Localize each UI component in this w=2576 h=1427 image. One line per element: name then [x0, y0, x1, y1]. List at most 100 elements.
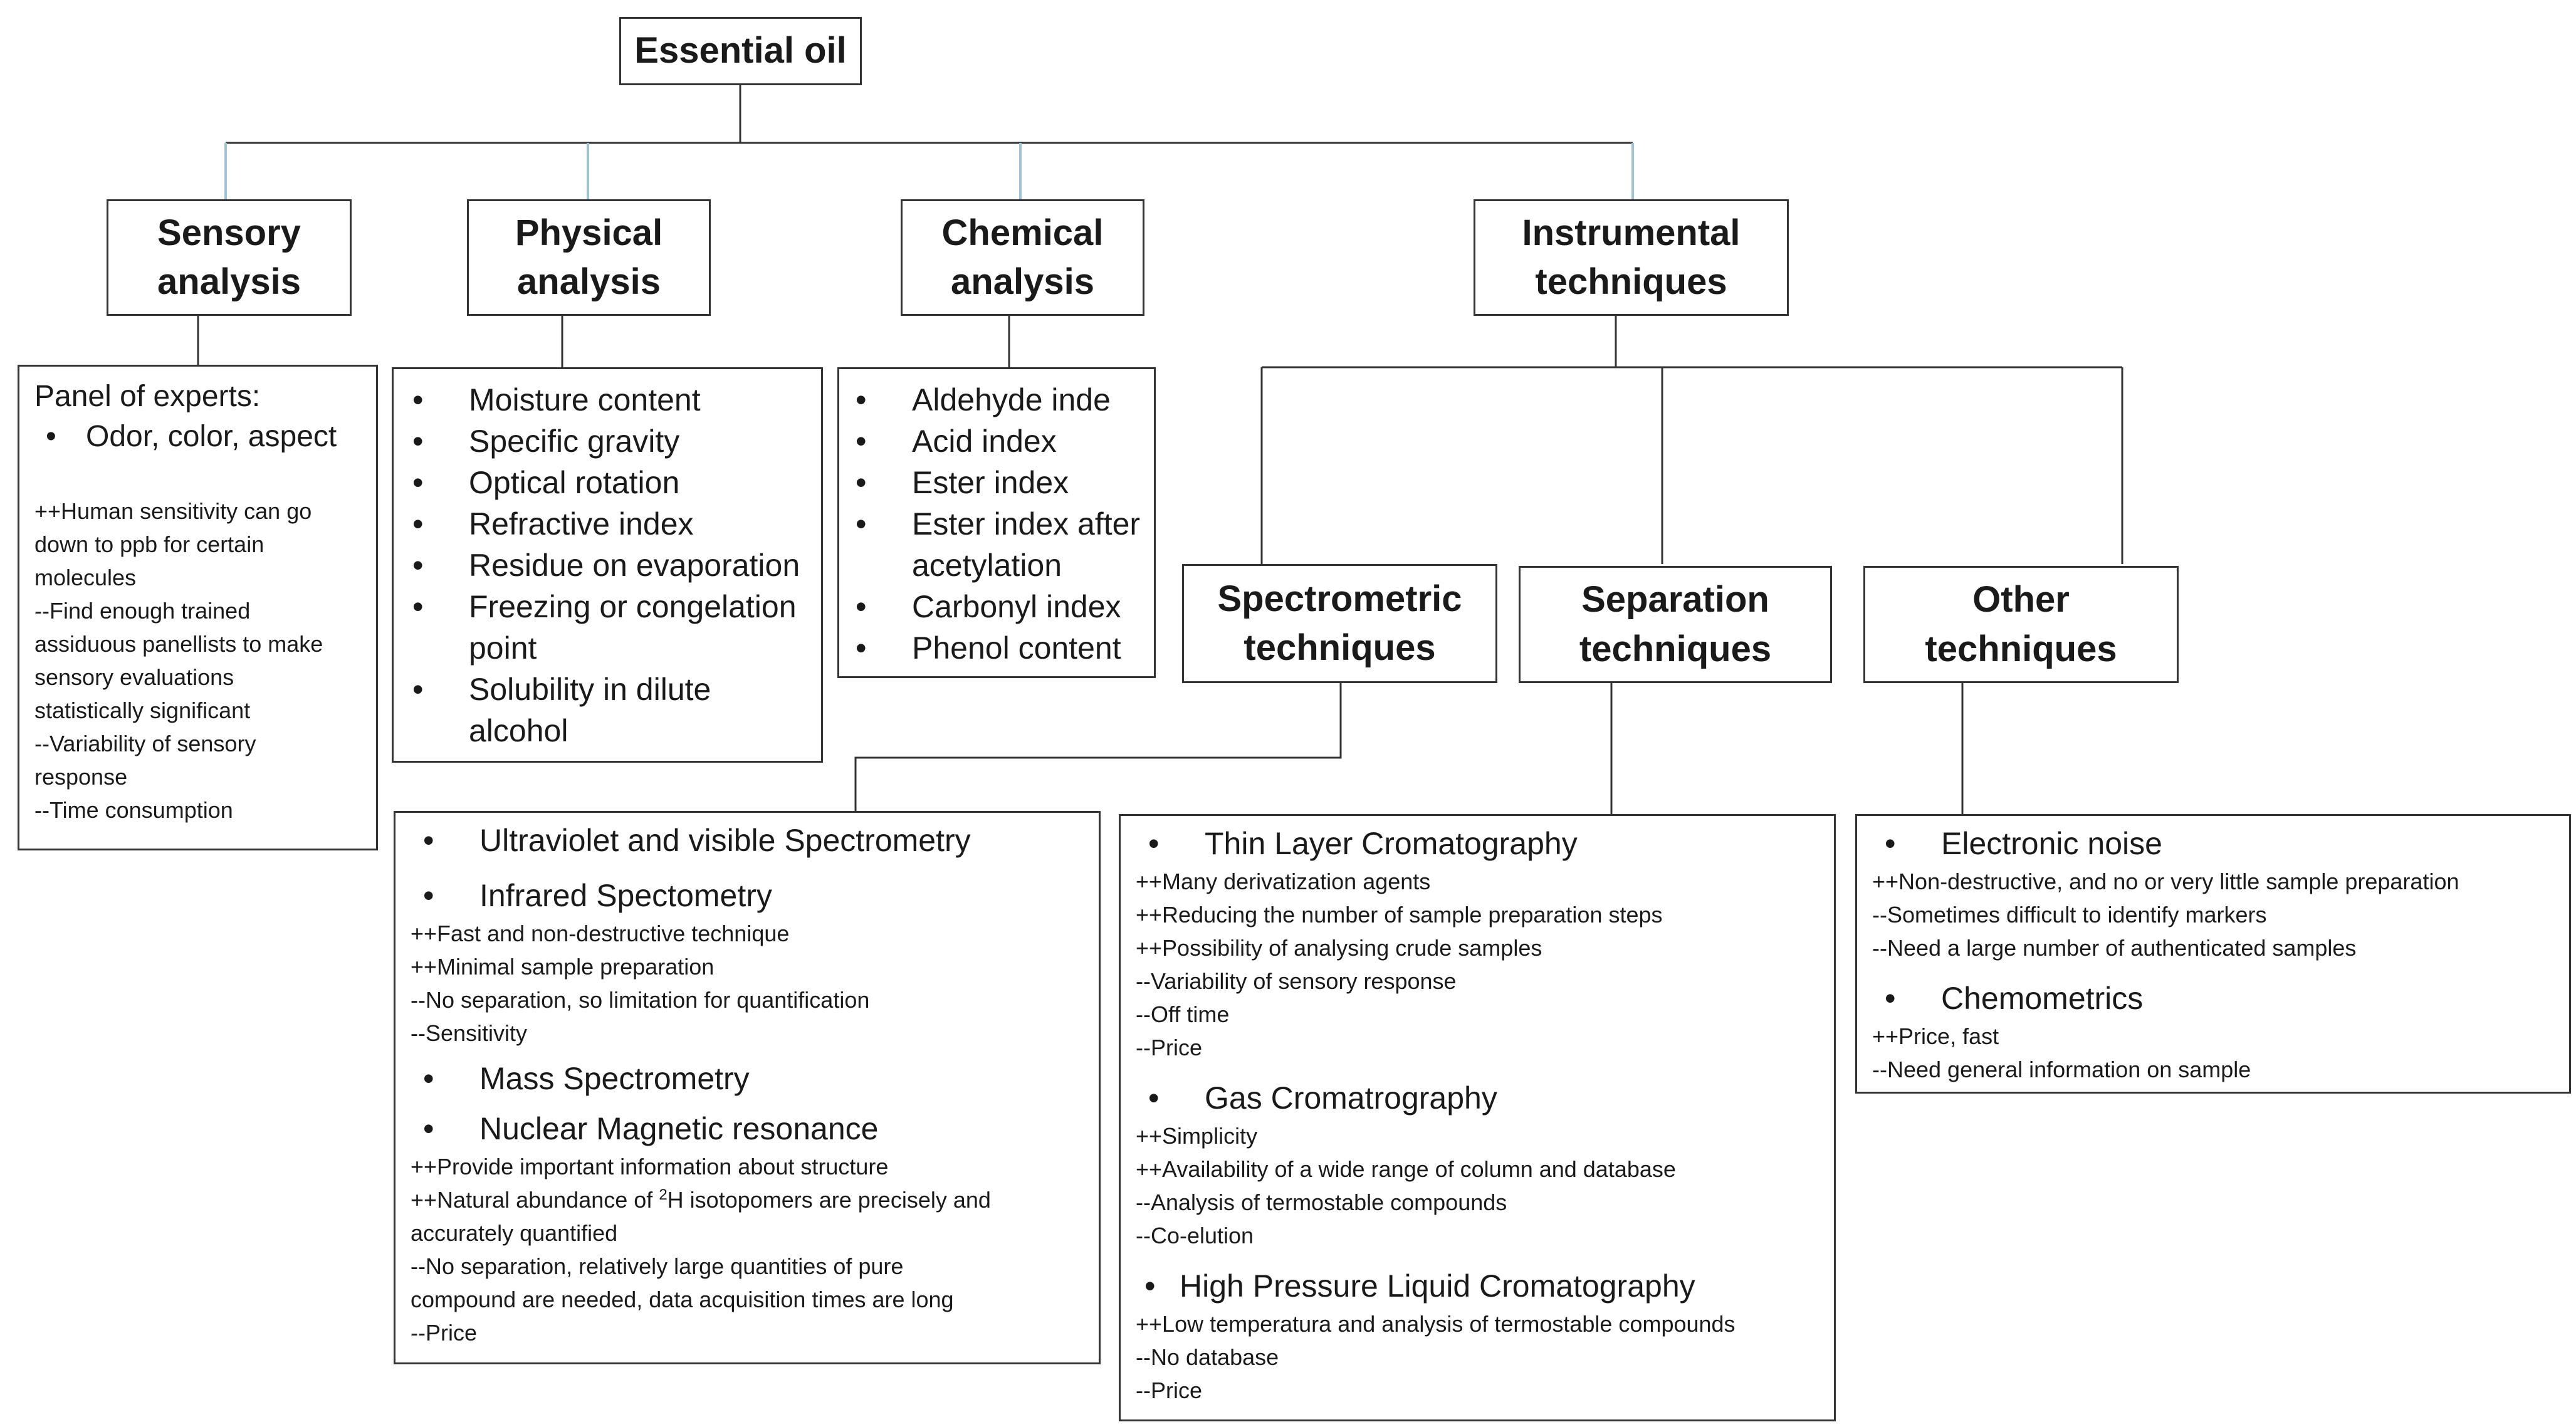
separation-gc-note: --Analysis of termostable compounds: [1136, 1189, 1507, 1215]
category-sensory: Sensory analysis: [107, 199, 352, 316]
spectrometric-details: Ultraviolet and visible Spectrometry Inf…: [394, 811, 1101, 1364]
separation-gc-note: ++Availability of a wide range of column…: [1136, 1156, 1676, 1182]
chemical-bullet: Carbonyl index: [844, 586, 1149, 627]
category-physical-line1: Physical: [515, 212, 663, 253]
separation-tlc: Thin Layer Cromatography: [1136, 822, 1819, 865]
spectrometric-ir-note: --Sensitivity: [411, 1020, 528, 1046]
sensory-note: --Variability of sensory: [34, 731, 256, 756]
physical-details: Moisture content Specific gravity Optica…: [392, 367, 823, 763]
physical-bullet: Specific gravity: [401, 421, 814, 462]
separation-tlc-note: ++Many derivatization agents: [1136, 869, 1431, 894]
sensory-bullets: Odor, color, aspect: [34, 417, 361, 457]
other-chemometrics: Chemometrics: [1872, 977, 2554, 1020]
separation-tlc-note: --Variability of sensory response: [1136, 968, 1457, 994]
spectrometric-ir: Infrared Spectometry: [411, 874, 1084, 917]
category-chemical: Chemical analysis: [901, 199, 1144, 316]
nmr-note-post: H isotopomers are precisely and: [667, 1187, 991, 1213]
spacer: [1136, 1064, 1819, 1077]
physical-bullet: Optical rotation: [401, 462, 814, 503]
chemical-bullet: Ester index after acetylation: [844, 503, 1149, 586]
chemical-bullet: Acid index: [844, 421, 1149, 462]
category-instrumental-line1: Instrumental: [1522, 212, 1741, 253]
separation-tlc-note: --Price: [1136, 1035, 1202, 1060]
technique-separation: Separation techniques: [1519, 566, 1832, 683]
other-enose-note: --Sometimes difficult to identify marker…: [1872, 902, 2267, 928]
separation-hplc-note: --No database: [1136, 1344, 1279, 1370]
other-enose: Electronic noise: [1872, 822, 2554, 865]
spectrometric-nmr-note-isotope: ++Natural abundance of 2H isotopomers ar…: [411, 1183, 1084, 1216]
nmr-note-sup: 2: [659, 1186, 668, 1203]
physical-bullet: Solubility in dilute alcohol: [401, 669, 814, 751]
technique-other-line2: techniques: [1925, 628, 2117, 669]
spacer: [411, 1100, 1084, 1107]
chemical-bullets: Aldehyde inde Acid index Ester index Est…: [844, 379, 1149, 669]
category-instrumental: Instrumental techniques: [1474, 199, 1789, 316]
spectrometric-nmr: Nuclear Magnetic resonance: [411, 1107, 1084, 1150]
other-enose-note: --Need a large number of authenticated s…: [1872, 935, 2357, 961]
separation-gc: Gas Cromatrography: [1136, 1077, 1819, 1119]
spectrometric-nmr-note: accurately quantified: [411, 1220, 618, 1246]
other-chemometrics-note: ++Price, fast: [1872, 1023, 1999, 1049]
spectrometric-nmr-note: --Price: [411, 1320, 477, 1346]
nmr-note-pre: ++Natural abundance of: [411, 1187, 659, 1213]
spacer: [1872, 964, 2554, 977]
category-sensory-line2: analysis: [157, 261, 301, 302]
sensory-note: --Find enough trained: [34, 598, 251, 624]
separation-details: Thin Layer Cromatography ++Many derivati…: [1119, 814, 1836, 1421]
spectrometric-ir-note: ++Fast and non-destructive technique: [411, 921, 790, 946]
spacer: [411, 862, 1084, 874]
technique-spectrometric-line2: techniques: [1243, 627, 1436, 668]
separation-gc-note: --Co-elution: [1136, 1223, 1254, 1248]
spectrometric-uv: Ultraviolet and visible Spectrometry: [411, 819, 1084, 862]
spectrometric-ms: Mass Spectrometry: [411, 1057, 1084, 1100]
category-physical-line2: analysis: [517, 261, 661, 302]
category-physical: Physical analysis: [467, 199, 711, 316]
sensory-note: molecules: [34, 565, 137, 590]
spacer: [1136, 1252, 1819, 1265]
separation-hplc-note: ++Low temperatura and analysis of termos…: [1136, 1311, 1736, 1337]
sensory-note: down to ppb for certain: [34, 531, 264, 557]
separation-hplc-note: --Price: [1136, 1377, 1202, 1403]
root-title: Essential oil: [634, 30, 847, 71]
sensory-note: response: [34, 764, 128, 790]
separation-tlc-note: ++Possibility of analysing crude samples: [1136, 935, 1542, 961]
separation-tlc-note: ++Reducing the number of sample preparat…: [1136, 902, 1663, 928]
spacer: [411, 1050, 1084, 1057]
technique-spectrometric-line1: Spectrometric: [1217, 578, 1462, 619]
sensory-note: sensory evaluations: [34, 664, 234, 690]
technique-other-line1: Other: [1972, 579, 2070, 620]
separation-tlc-note: --Off time: [1136, 1001, 1230, 1027]
chemical-bullet: Phenol content: [844, 627, 1149, 669]
other-details: Electronic noise ++Non-destructive, and …: [1855, 814, 2571, 1094]
technique-other: Other techniques: [1863, 566, 2179, 683]
chemical-bullet: Ester index: [844, 462, 1149, 503]
root-node: Essential oil: [619, 17, 862, 85]
physical-bullet: Freezing or congelation point: [401, 586, 814, 669]
category-sensory-line1: Sensory: [157, 212, 301, 253]
sensory-note: statistically significant: [34, 698, 251, 723]
spectrometric-ir-note: ++Minimal sample preparation: [411, 954, 715, 980]
technique-separation-line2: techniques: [1579, 628, 1772, 669]
physical-bullet: Moisture content: [401, 379, 814, 421]
other-enose-note: ++Non-destructive, and no or very little…: [1872, 869, 2459, 894]
separation-hplc: High Pressure Liquid Cromatography: [1136, 1265, 1819, 1307]
sensory-note: --Time consumption: [34, 797, 233, 823]
spacer: [34, 457, 361, 494]
technique-spectrometric: Spectrometric techniques: [1182, 564, 1497, 683]
sensory-details: Panel of experts: Odor, color, aspect ++…: [18, 365, 378, 850]
sensory-note: ++Human sensitivity can go: [34, 498, 312, 524]
physical-bullet: Residue on evaporation: [401, 545, 814, 586]
connector-spectrometric-details: [854, 682, 1342, 811]
physical-bullet: Refractive index: [401, 503, 814, 545]
other-chemometrics-note: --Need general information on sample: [1872, 1057, 2251, 1082]
chemical-details: Aldehyde inde Acid index Ester index Est…: [837, 367, 1156, 678]
spectrometric-nmr-note: ++Provide important information about st…: [411, 1154, 889, 1179]
physical-bullets: Moisture content Specific gravity Optica…: [401, 379, 814, 751]
sensory-heading: Panel of experts:: [34, 380, 261, 413]
separation-gc-note: ++Simplicity: [1136, 1123, 1258, 1149]
category-chemical-line2: analysis: [951, 261, 1094, 302]
category-instrumental-line2: techniques: [1535, 261, 1727, 302]
sensory-bullet: Odor, color, aspect: [34, 417, 361, 457]
sensory-note: assiduous panellists to make: [34, 631, 323, 657]
